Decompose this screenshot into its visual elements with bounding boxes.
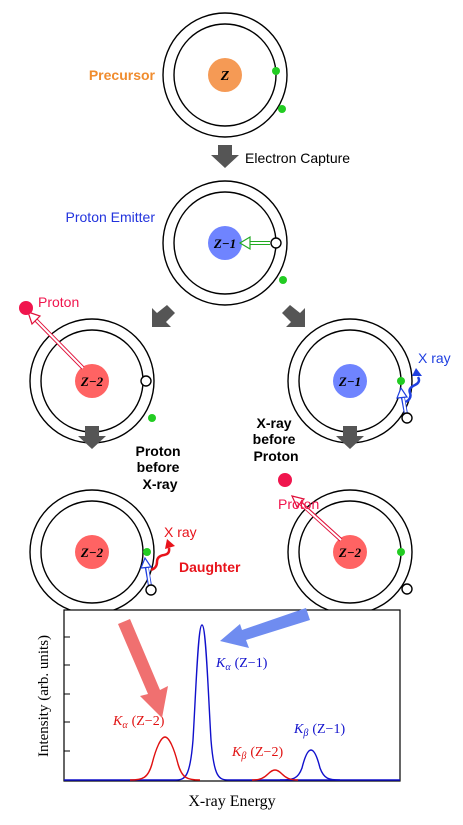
spectrum-panel: Kα(Z−1) Kα(Z−2) Kβ(Z−2) Kβ(Z−1) X-ray En… bbox=[36, 609, 401, 810]
process-arrow-down bbox=[78, 426, 106, 449]
nucleus-right-bottom bbox=[333, 535, 367, 569]
label-xray-before-proton: X-ray before Proton bbox=[253, 415, 300, 464]
nucleus-label-precursor: Z bbox=[220, 69, 230, 84]
label-electron-capture: Electron Capture bbox=[245, 150, 350, 166]
vacancy-hole bbox=[145, 584, 157, 596]
process-arrow-down-right bbox=[282, 305, 305, 327]
label-proton-before-xray: Proton before X-ray bbox=[136, 443, 185, 492]
process-arrow-down-left bbox=[152, 305, 175, 327]
peak-kb-z2 bbox=[251, 769, 299, 781]
electron-green bbox=[279, 276, 287, 284]
electron-green bbox=[272, 67, 280, 75]
atom-precursor: Z bbox=[162, 12, 288, 138]
nucleus-label-left-bottom: Z−2 bbox=[80, 545, 104, 560]
peak-ka-z1 bbox=[64, 624, 400, 781]
y-ticks bbox=[64, 636, 70, 752]
label-ka-z1: Kα(Z−1) bbox=[215, 656, 268, 673]
nucleus-label-right-middle: Z−1 bbox=[338, 374, 361, 389]
nucleus-left-middle bbox=[75, 364, 109, 398]
process-arrow-down bbox=[336, 426, 364, 449]
vacancy-hole bbox=[270, 237, 282, 249]
nucleus-label-emitter: Z−1 bbox=[213, 236, 236, 251]
label-xray-right: X ray bbox=[418, 350, 451, 366]
x-axis-label: X-ray Energy bbox=[188, 793, 275, 810]
nucleus-emitter bbox=[208, 226, 242, 260]
proton-particle bbox=[278, 473, 292, 487]
atom-left-middle: Z−2 bbox=[27, 311, 156, 444]
electron-green bbox=[278, 105, 286, 113]
electron-green bbox=[397, 377, 405, 385]
atom-right-bottom: Z−2 bbox=[287, 489, 413, 615]
label-daughter: Daughter bbox=[179, 559, 241, 575]
peak-kb-z1 bbox=[279, 749, 341, 781]
nucleus-left-bottom bbox=[75, 535, 109, 569]
atom-right-middle: Z−1 bbox=[287, 318, 422, 444]
electron-green bbox=[143, 548, 151, 556]
peak-ka-z2 bbox=[129, 736, 201, 781]
label-proton-emitter: Proton Emitter bbox=[66, 209, 156, 225]
atom-proton-emitter: Z−1 bbox=[162, 180, 288, 306]
vacancy-hole bbox=[401, 583, 413, 595]
electron-green bbox=[397, 548, 405, 556]
vacancy-hole bbox=[401, 412, 413, 424]
label-ka-z2: Kα(Z−2) bbox=[112, 714, 165, 731]
pointer-arrow-red bbox=[118, 619, 168, 718]
y-axis-label: Intensity (arb. units) bbox=[36, 635, 52, 757]
xray-wave-blue bbox=[405, 376, 421, 404]
xray-wave-red bbox=[150, 547, 171, 572]
label-kb-z1: Kβ(Z−1) bbox=[293, 722, 345, 739]
vacancy-hole bbox=[140, 375, 152, 387]
label-kb-z2: Kβ(Z−2) bbox=[231, 745, 283, 762]
nucleus-label-left-middle: Z−2 bbox=[80, 374, 104, 389]
nucleus-right-middle bbox=[333, 364, 367, 398]
label-precursor: Precursor bbox=[89, 67, 156, 83]
atom-left-bottom: Z−2 bbox=[29, 489, 175, 615]
nucleus-label-right-bottom: Z−2 bbox=[338, 545, 362, 560]
label-proton-right: Proton bbox=[278, 496, 319, 512]
pointer-arrow-blue bbox=[220, 608, 310, 648]
nucleus-precursor bbox=[208, 58, 242, 92]
label-proton-left: Proton bbox=[38, 294, 79, 310]
label-xray-left: X ray bbox=[164, 524, 197, 540]
process-arrow-down bbox=[211, 145, 239, 168]
proton-particle bbox=[19, 301, 33, 315]
electron-green bbox=[148, 414, 156, 422]
